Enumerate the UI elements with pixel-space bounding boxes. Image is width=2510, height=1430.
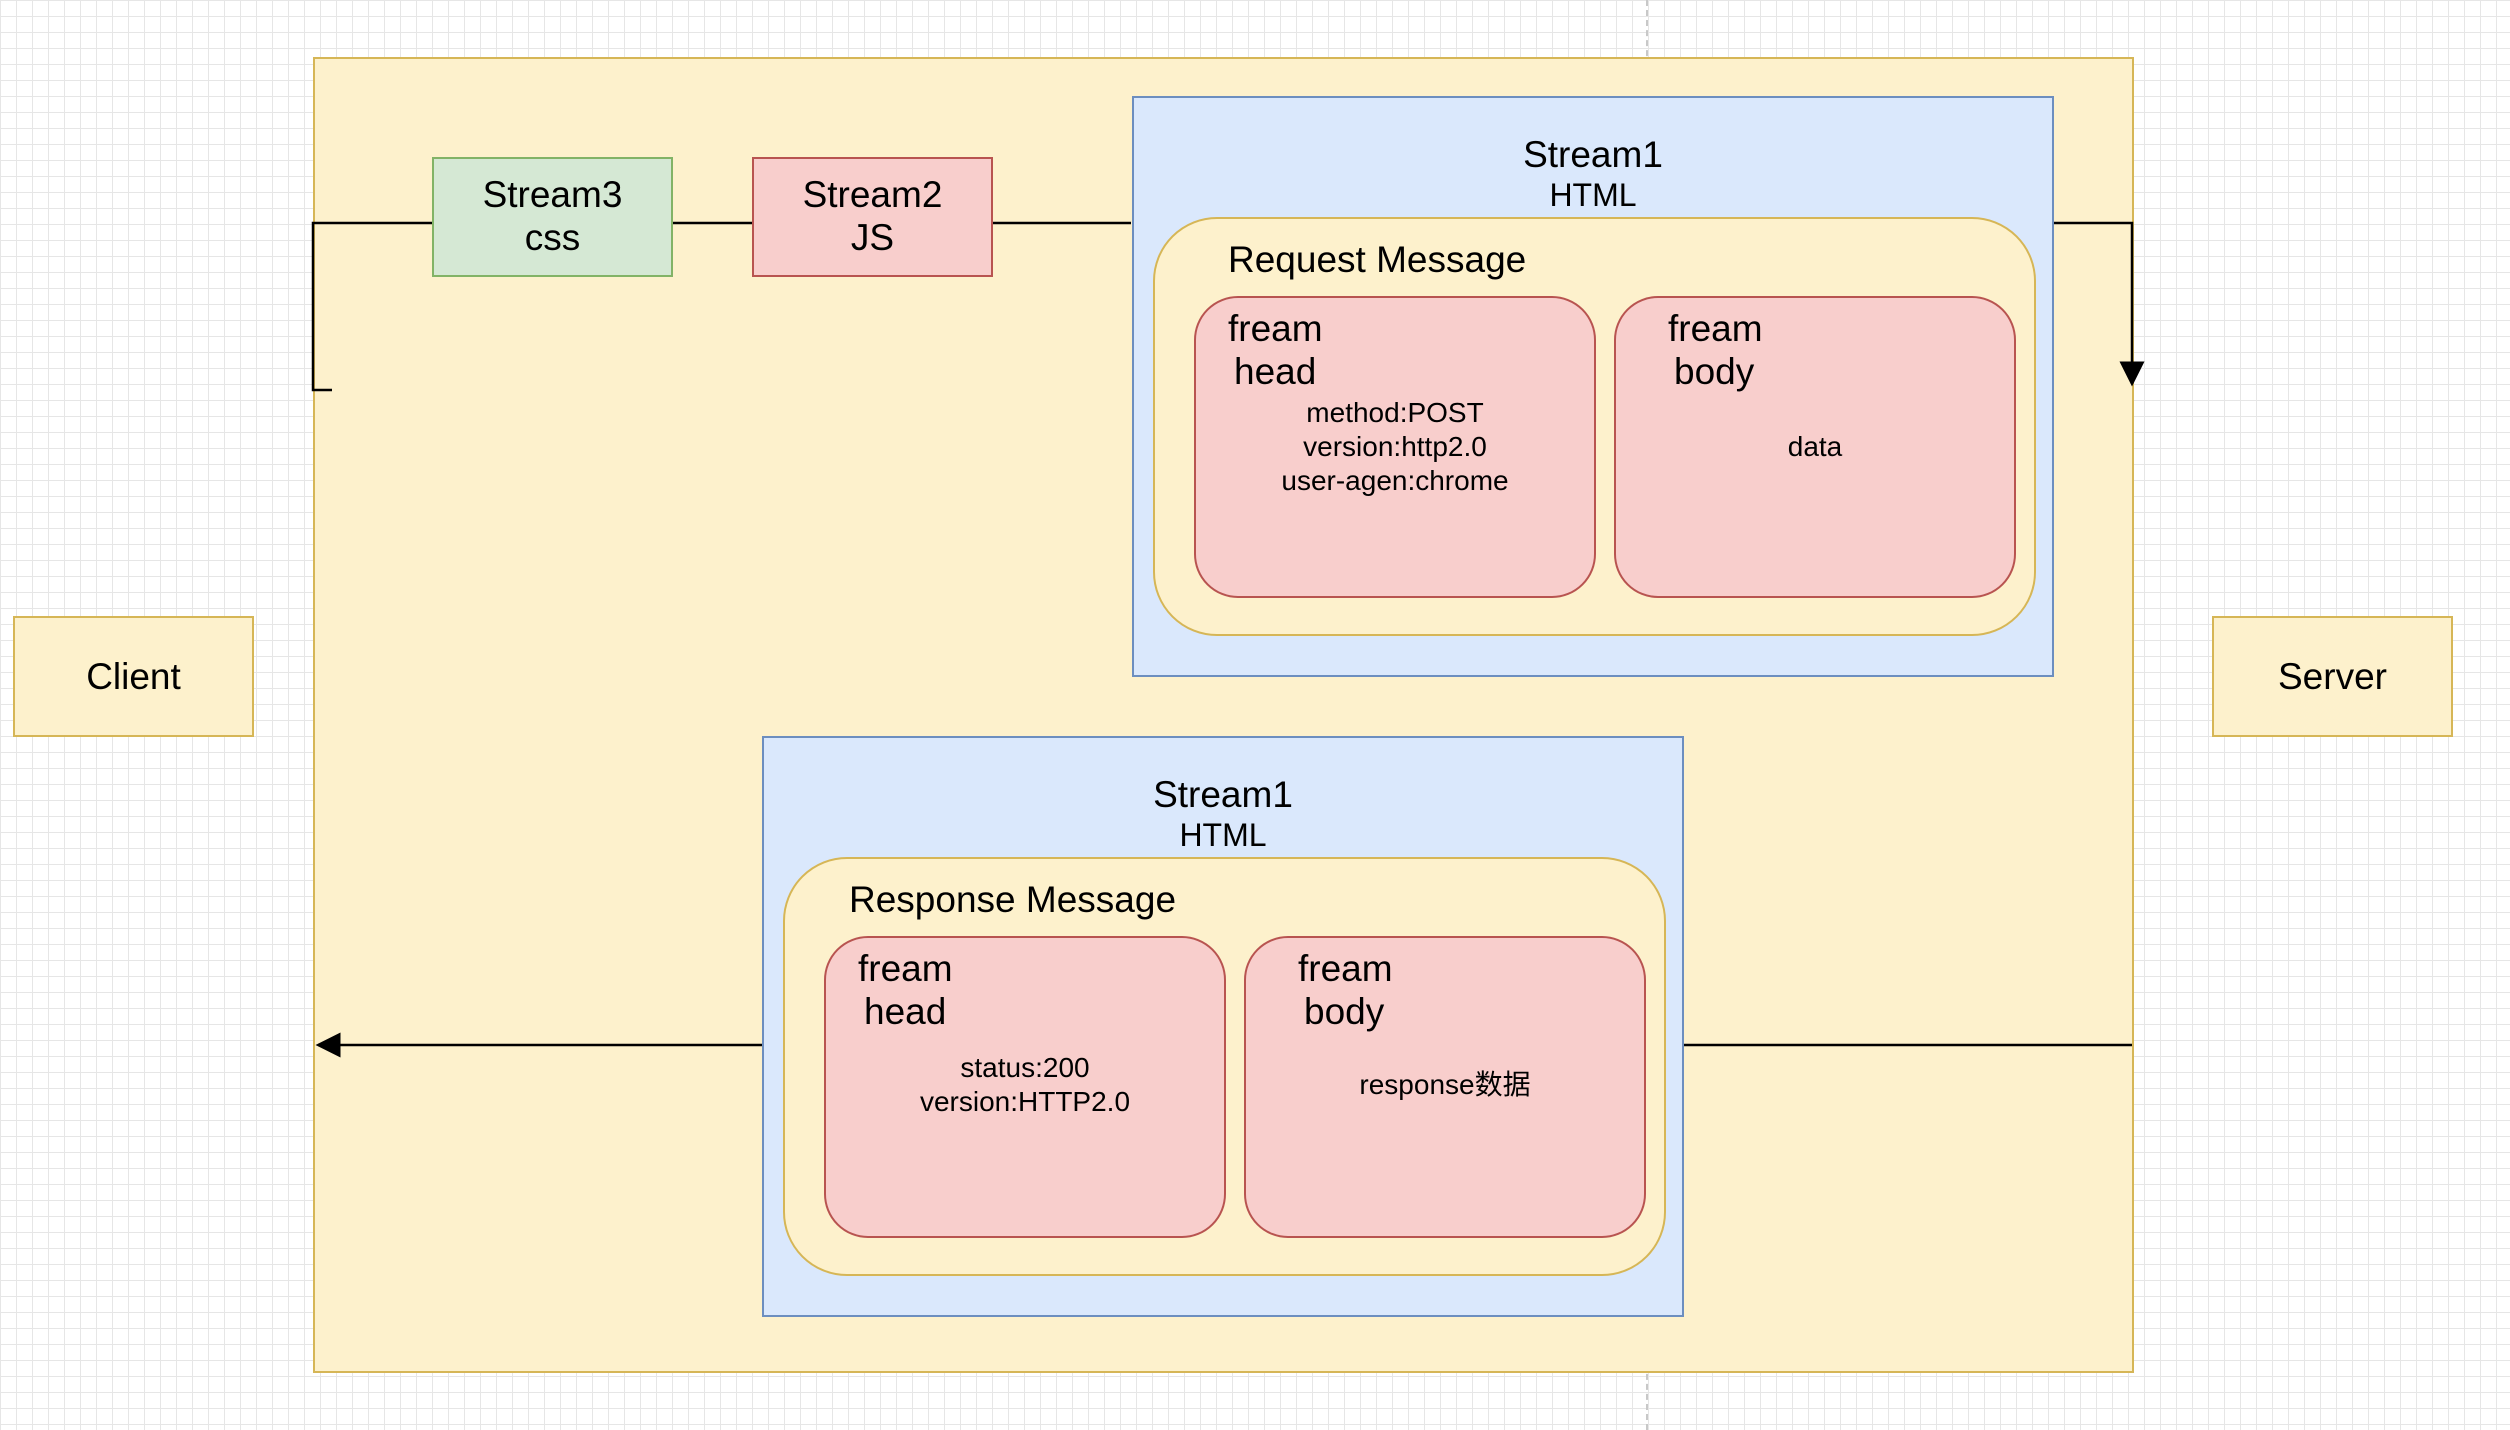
stream2-name: Stream2 [802, 174, 943, 216]
server-label: Server [2278, 655, 2387, 697]
request-head-method: method:POST [1306, 397, 1484, 428]
request-head-user-agent: user-agen:chrome [1281, 465, 1509, 496]
response-head-line2: head [864, 991, 947, 1032]
stream2-box: Stream2 JS [752, 157, 993, 277]
request-body-line2: body [1674, 351, 1755, 392]
request-stream-title: Stream1 [1523, 134, 1663, 175]
request-flow-line [311, 221, 2132, 390]
request-stream-subtitle: HTML [1549, 177, 1637, 213]
response-stream-box: Stream1 HTML Response Message fream head… [762, 736, 1684, 1317]
request-head-details: method:POST version:http2.0 user-agen:ch… [1196, 396, 1594, 498]
response-body-data: response数据 [1359, 1069, 1531, 1100]
response-head-version: version:HTTP2.0 [919, 1086, 1131, 1117]
response-head-status: status:200 [960, 1052, 1090, 1083]
stream3-box: Stream3 css [432, 157, 673, 277]
client-node: Client [13, 616, 254, 737]
response-body-line2: body [1304, 991, 1385, 1032]
request-body-data: data [1787, 431, 1843, 462]
request-stream-box: Stream1 HTML Request Message fream head … [1132, 96, 2054, 677]
response-fream-body: fream body response数据 [1244, 936, 1646, 1238]
request-message-title: Request Message [1228, 239, 1527, 280]
response-stream-title: Stream1 [1153, 774, 1293, 815]
request-message-box: Request Message fream head method:POST v… [1153, 217, 2036, 636]
stream3-type: css [524, 217, 581, 258]
client-label: Client [86, 655, 181, 697]
response-body-line1: fream [1298, 948, 1393, 989]
stream3-name: Stream3 [482, 174, 623, 216]
request-head-line2: head [1234, 351, 1317, 392]
request-body-line1: fream [1668, 308, 1763, 349]
request-fream-head: fream head method:POST version:http2.0 u… [1194, 296, 1596, 598]
response-body-details: response数据 [1246, 1068, 1644, 1102]
request-body-details: data [1616, 430, 2014, 464]
response-message-box: Response Message fream head status:200 v… [783, 857, 1666, 1276]
request-head-version: version:http2.0 [1303, 431, 1487, 462]
response-message-title: Response Message [849, 879, 1177, 920]
response-head-line1: fream [858, 948, 953, 989]
server-node: Server [2212, 616, 2453, 737]
request-head-line1: fream [1228, 308, 1323, 349]
stream2-type: JS [850, 217, 895, 258]
response-stream-subtitle: HTML [1179, 817, 1267, 853]
response-head-details: status:200 version:HTTP2.0 [826, 1051, 1224, 1119]
request-fream-body: fream body data [1614, 296, 2016, 598]
response-fream-head: fream head status:200 version:HTTP2.0 [824, 936, 1226, 1238]
